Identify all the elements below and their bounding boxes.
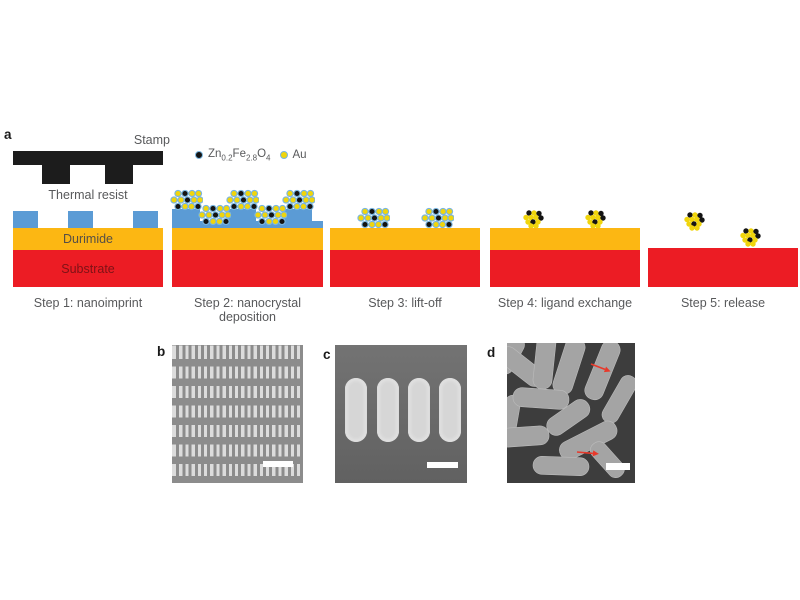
substrate-layer xyxy=(648,248,798,287)
substrate-layer xyxy=(172,250,323,287)
resist-block xyxy=(172,209,200,228)
substrate-label: Substrate xyxy=(61,261,115,276)
step4-caption: Step 4: ligand exchange xyxy=(497,296,633,310)
thermal-resist-label: Thermal resist xyxy=(48,188,128,202)
nanocrystal-cluster xyxy=(357,207,390,229)
legend-au-label: Au xyxy=(292,149,307,162)
annotation-arrow xyxy=(576,450,599,457)
durimide-layer xyxy=(330,228,480,250)
step2-caption-line2: deposition xyxy=(219,310,276,324)
substrate-layer xyxy=(330,250,480,287)
resist-block xyxy=(13,211,38,228)
stamp-bar xyxy=(13,151,163,165)
scale-bar xyxy=(606,463,630,470)
resist-block xyxy=(133,211,158,228)
annotation-arrow xyxy=(590,363,611,373)
released-cluster xyxy=(740,228,761,247)
rod-pile xyxy=(507,343,635,478)
nanocrystal-cluster xyxy=(421,207,454,229)
exchanged-cluster xyxy=(585,210,606,229)
nanobar xyxy=(345,378,367,442)
exchanged-cluster xyxy=(523,210,544,229)
nanobar xyxy=(439,378,461,442)
panel-b-label: b xyxy=(157,344,166,359)
step3-caption: Step 3: lift-off xyxy=(368,296,442,310)
scale-bar xyxy=(427,462,458,468)
sem-image-array xyxy=(172,345,303,483)
nanocrystal-cluster xyxy=(198,204,231,226)
panel-a-label: a xyxy=(4,127,12,142)
au-dot-icon xyxy=(279,151,288,160)
nanocrystal-dot-icon xyxy=(195,151,203,160)
resist-block xyxy=(68,211,93,228)
resist-block xyxy=(284,209,312,228)
step1-caption: Step 1: nanoimprint xyxy=(33,296,143,310)
step2-caption: Step 2: nanocrystal deposition xyxy=(172,296,323,324)
resist-block xyxy=(228,209,256,228)
substrate-layer xyxy=(490,250,640,287)
legend-formula: Zn0.2Fe2.8O4 xyxy=(208,148,271,163)
step2-caption-line1: Step 2: nanocrystal xyxy=(193,296,301,310)
panel-c-label: c xyxy=(323,347,331,362)
nanobar xyxy=(377,378,399,442)
substrate-layer: Substrate xyxy=(13,250,163,287)
sem-image-bars xyxy=(335,345,467,483)
sem-image-released-rods xyxy=(507,343,635,483)
stamp-tooth xyxy=(42,165,70,184)
nanocrystal-cluster xyxy=(254,204,287,226)
durimide-label: Durimide xyxy=(62,232,113,246)
durimide-layer xyxy=(172,228,323,250)
stamp-tooth xyxy=(105,165,133,184)
legend: Zn0.2Fe2.8O4 Au xyxy=(195,148,307,162)
panel-d-label: d xyxy=(487,345,496,360)
released-cluster xyxy=(684,212,705,231)
scale-bar xyxy=(263,461,293,467)
durimide-layer: Durimide xyxy=(13,228,163,250)
stamp-label: Stamp xyxy=(133,133,170,147)
nanobar xyxy=(408,378,430,442)
step5-caption: Step 5: release xyxy=(680,296,766,310)
durimide-layer xyxy=(490,228,640,250)
